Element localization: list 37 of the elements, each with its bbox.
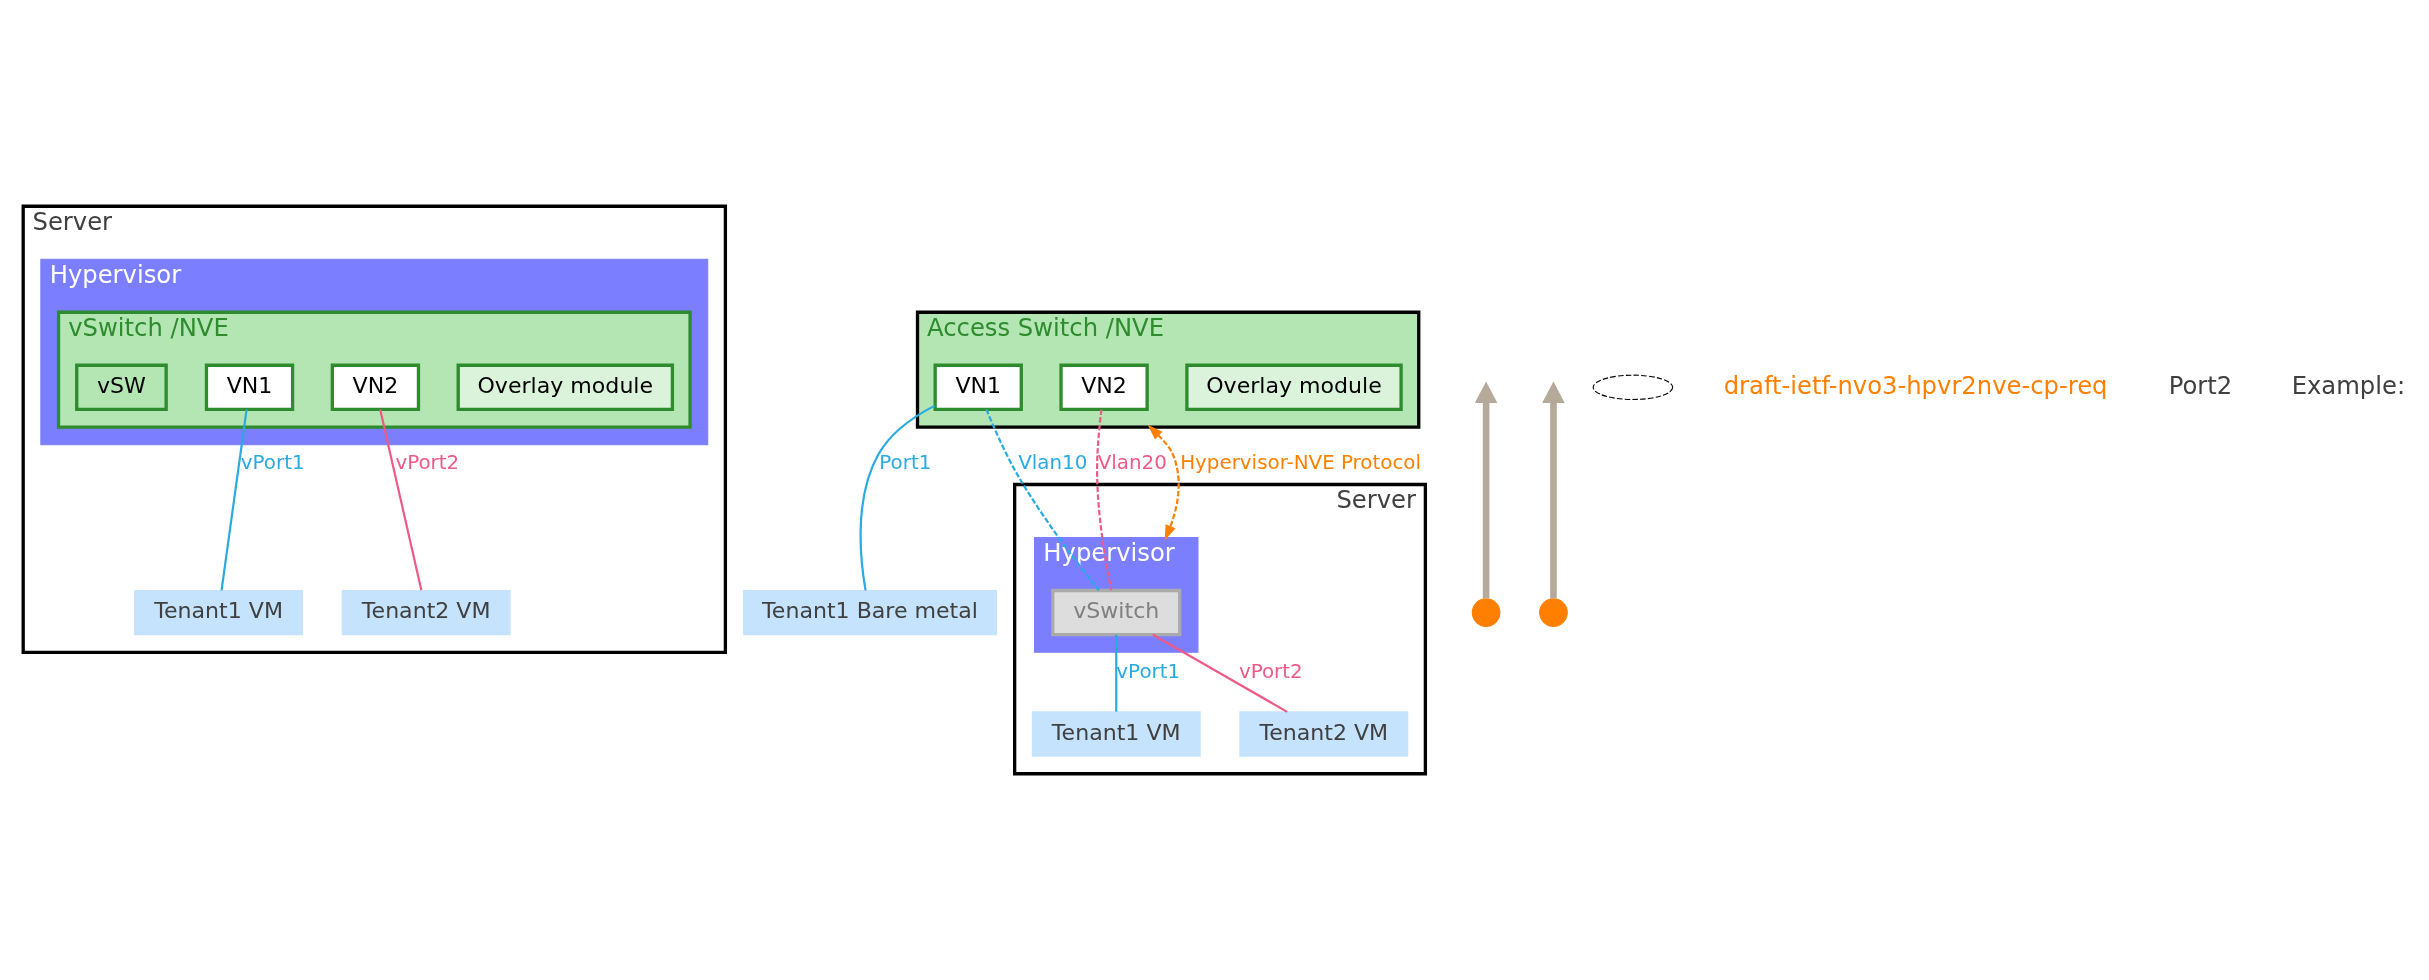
label: Example: xyxy=(2291,370,2406,400)
node-box: Tenant1 VM xyxy=(1031,711,1201,757)
edge-label: Vlan10 xyxy=(1018,451,1088,475)
arrow xyxy=(1147,424,1180,541)
edge-label: vPort1 xyxy=(240,451,305,475)
arrow xyxy=(1474,381,1498,599)
node-box: VN1 xyxy=(933,363,1023,412)
node-box: Overlay module xyxy=(456,363,675,412)
node-box: vSwitch xyxy=(1051,588,1182,637)
node-box: VN2 xyxy=(1059,363,1149,412)
connector xyxy=(985,409,1100,591)
label: Port2 xyxy=(2168,370,2233,400)
node-circle xyxy=(1539,598,1568,627)
connector xyxy=(1115,634,1118,712)
connector xyxy=(220,409,248,591)
connector xyxy=(859,404,936,591)
edge-label: Vlan20 xyxy=(1097,451,1167,475)
node-box: Overlay module xyxy=(1185,363,1403,412)
connector xyxy=(1152,633,1288,713)
node-box: Tenant1 Bare metal xyxy=(743,589,997,636)
node-box: VN2 xyxy=(330,363,421,412)
edge-label: vPort2 xyxy=(1238,660,1303,684)
node-box: Tenant1 VM xyxy=(134,589,304,636)
arrow xyxy=(1542,381,1565,599)
edge-label: vPort1 xyxy=(1116,660,1181,684)
node-box: Tenant2 VM xyxy=(341,589,511,636)
connector xyxy=(1096,409,1113,591)
node-box: vSW xyxy=(75,363,168,412)
node-box: VN1 xyxy=(204,363,295,412)
label: draft-ietf-nvo3-hpvr2nve-cp-req xyxy=(1723,370,2108,400)
node-ellipse xyxy=(1592,374,1674,400)
edge-label: vPort2 xyxy=(395,451,460,475)
edge-label: Hypervisor-NVE Protocol xyxy=(1180,451,1422,475)
connector xyxy=(379,409,423,591)
node-box: Tenant2 VM xyxy=(1239,711,1409,757)
edge-label: Port1 xyxy=(879,451,932,475)
node-circle xyxy=(1471,598,1501,627)
